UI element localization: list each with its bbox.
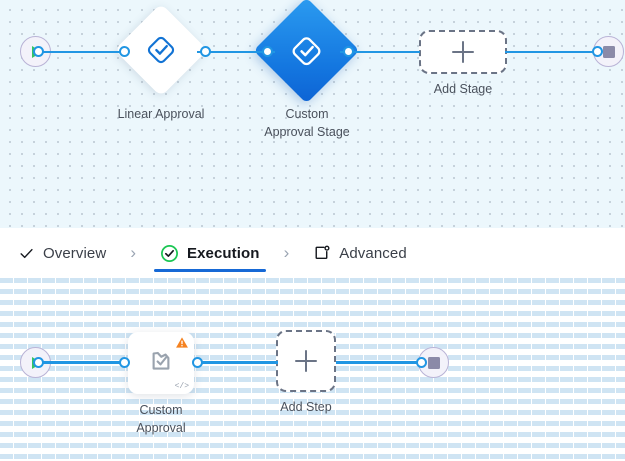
edge-custom-approval-to-add-step <box>193 361 278 364</box>
stage-designer-canvas[interactable]: Linear Approval Custom Approval Stage Ad… <box>0 0 625 228</box>
add-step-label: Add Step <box>280 400 332 414</box>
step-start-output-port[interactable] <box>33 356 44 368</box>
tab-overview[interactable]: Overview <box>16 228 108 278</box>
tab-active-underline <box>153 269 266 272</box>
stage-end-input-port[interactable] <box>592 46 603 57</box>
stop-icon <box>427 356 440 369</box>
add-step-button[interactable] <box>276 330 336 392</box>
linear-approval-input-port[interactable] <box>119 46 130 57</box>
tab-execution[interactable]: Execution <box>153 228 266 278</box>
add-stage-button[interactable] <box>419 30 507 74</box>
custom-approval-stage-input-port[interactable] <box>262 46 273 57</box>
stage-node-custom-approval-stage[interactable] <box>253 0 360 104</box>
linear-approval-output-port[interactable] <box>200 46 211 57</box>
step-label-custom-approval: Custom Approval <box>136 403 186 435</box>
designer-tab-bar: Overview › Execution › Advanced <box>0 228 625 278</box>
warning-triangle-icon[interactable] <box>175 336 189 349</box>
add-stage-label: Add Stage <box>433 82 493 96</box>
tab-overview-label: Overview <box>43 244 107 262</box>
edge-add-step-to-end <box>336 361 422 364</box>
tab-separator: › <box>130 243 136 262</box>
tab-advanced[interactable]: Advanced <box>311 228 409 278</box>
custom-approval-stage-output-port[interactable] <box>343 46 354 57</box>
edge-start-to-custom-approval <box>38 361 128 364</box>
step-end-input-port[interactable] <box>416 356 427 368</box>
advanced-settings-icon <box>313 244 331 262</box>
check-circle-green-icon <box>160 244 179 263</box>
stop-icon <box>602 45 615 58</box>
approval-diamond-icon <box>146 35 176 65</box>
step-designer-canvas[interactable]: </> Custom Approval Add Step <box>0 278 625 461</box>
stage-label-custom-approval-stage: Custom Approval Stage <box>264 107 350 139</box>
edge-custom-to-add-stage <box>340 50 420 53</box>
stage-label-linear-approval: Linear Approval <box>117 107 205 121</box>
check-icon <box>18 245 35 262</box>
custom-approval-step-input-port[interactable] <box>119 356 130 368</box>
approval-document-icon <box>146 346 176 381</box>
plus-icon <box>295 350 317 372</box>
edge-add-stage-to-end <box>505 50 597 53</box>
approval-diamond-icon <box>291 35 323 67</box>
stage-end-node[interactable] <box>593 36 624 67</box>
plus-icon <box>452 41 474 63</box>
custom-approval-step-output-port[interactable] <box>192 356 203 368</box>
tab-execution-label: Execution <box>186 244 260 262</box>
edge-linear-to-custom-approval <box>197 50 275 53</box>
stage-start-output-port[interactable] <box>33 46 44 57</box>
stage-node-linear-approval[interactable] <box>114 3 208 97</box>
tab-separator: › <box>283 243 290 262</box>
edge-start-to-linear-approval <box>38 50 123 53</box>
tab-advanced-label: Advanced <box>339 244 407 262</box>
code-badge-icon: </> <box>174 382 189 391</box>
step-node-custom-approval[interactable]: </> <box>128 332 194 394</box>
